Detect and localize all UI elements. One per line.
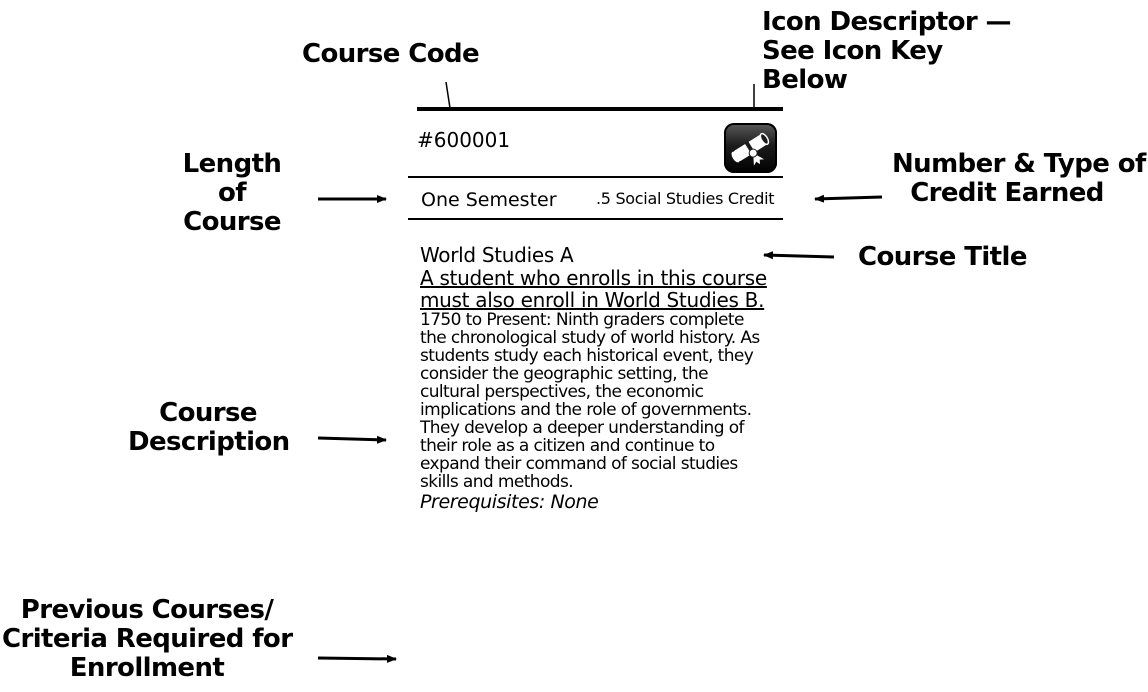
label-course-title: Course Title bbox=[858, 242, 1027, 272]
title-arrow bbox=[763, 251, 835, 260]
label-prerequisites: Previous Courses/ Criteria Required for … bbox=[2, 595, 293, 683]
prereq-arrow bbox=[317, 654, 397, 663]
bottom-rule bbox=[408, 218, 783, 220]
top-rule bbox=[417, 107, 783, 111]
description-text: 1750 to Present: Ninth graders complete … bbox=[420, 310, 760, 492]
course-block: World Studies A A student who enrolls in… bbox=[420, 243, 772, 513]
label-icon-descriptor: Icon Descriptor — See Icon Key Below bbox=[762, 7, 1012, 95]
label-credit-earned: Number & Type of Credit Earned bbox=[892, 149, 1146, 208]
course-length: One Semester bbox=[421, 189, 557, 211]
course-description: A student who enrolls in this course mus… bbox=[420, 267, 772, 491]
course-title: World Studies A bbox=[420, 243, 574, 267]
course-credit: .5 Social Studies Credit bbox=[596, 189, 775, 208]
credit-arrow bbox=[814, 194, 883, 203]
diploma-scroll-icon bbox=[724, 123, 777, 173]
middle-rule bbox=[408, 176, 783, 178]
label-course-description: Course Description bbox=[128, 398, 290, 457]
label-length-of-course: Length of Course bbox=[182, 149, 282, 237]
prerequisites: Prerequisites: None bbox=[420, 491, 599, 513]
enrollment-note: A student who enrolls in this course mus… bbox=[420, 266, 767, 312]
course-code: #600001 bbox=[417, 128, 511, 152]
course-code-leader bbox=[445, 81, 451, 109]
description-arrow bbox=[317, 435, 387, 444]
label-course-code: Course Code bbox=[302, 39, 480, 69]
